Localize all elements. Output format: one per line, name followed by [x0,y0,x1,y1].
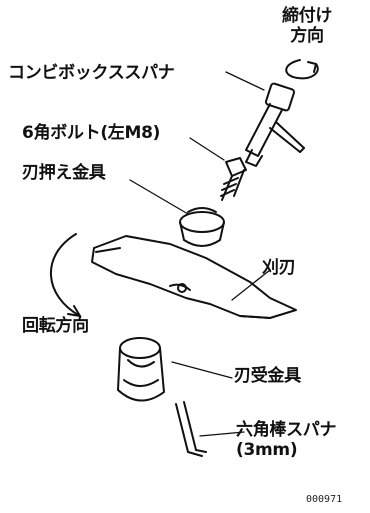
figure-code: 000971 [306,494,343,505]
hex-key [175,401,207,457]
tightening-direction-arrow [285,59,319,80]
tightening-direction-label: 締付け 方向 [272,6,342,46]
blade-holder [179,207,225,247]
blade-label: 刈刃 [262,258,296,278]
tightening-direction-line1: 締付け [281,6,333,26]
blade-receiver [117,337,165,402]
combo-box-spanner [245,82,305,167]
rotation-direction-arrow [50,233,81,317]
rotation-direction-label: 回転方向 [22,316,89,336]
blade [91,235,297,319]
hex-key-line2: (3mm) [236,440,298,460]
leader-lines [129,71,271,437]
hex-bolt [220,157,247,201]
hex-bolt-label: 6角ボルト(左M8) [22,123,161,143]
blade-holder-label: 刃押え金具 [22,163,106,183]
hex-key-label: 六角棒スパナ (3mm) [236,420,337,460]
hex-key-line1: 六角棒スパナ [236,420,337,440]
blade-receiver-label: 刃受金具 [234,366,301,386]
combo-box-spanner-label: コンビボックススパナ [8,63,175,83]
tightening-direction-line2: 方向 [290,26,324,46]
